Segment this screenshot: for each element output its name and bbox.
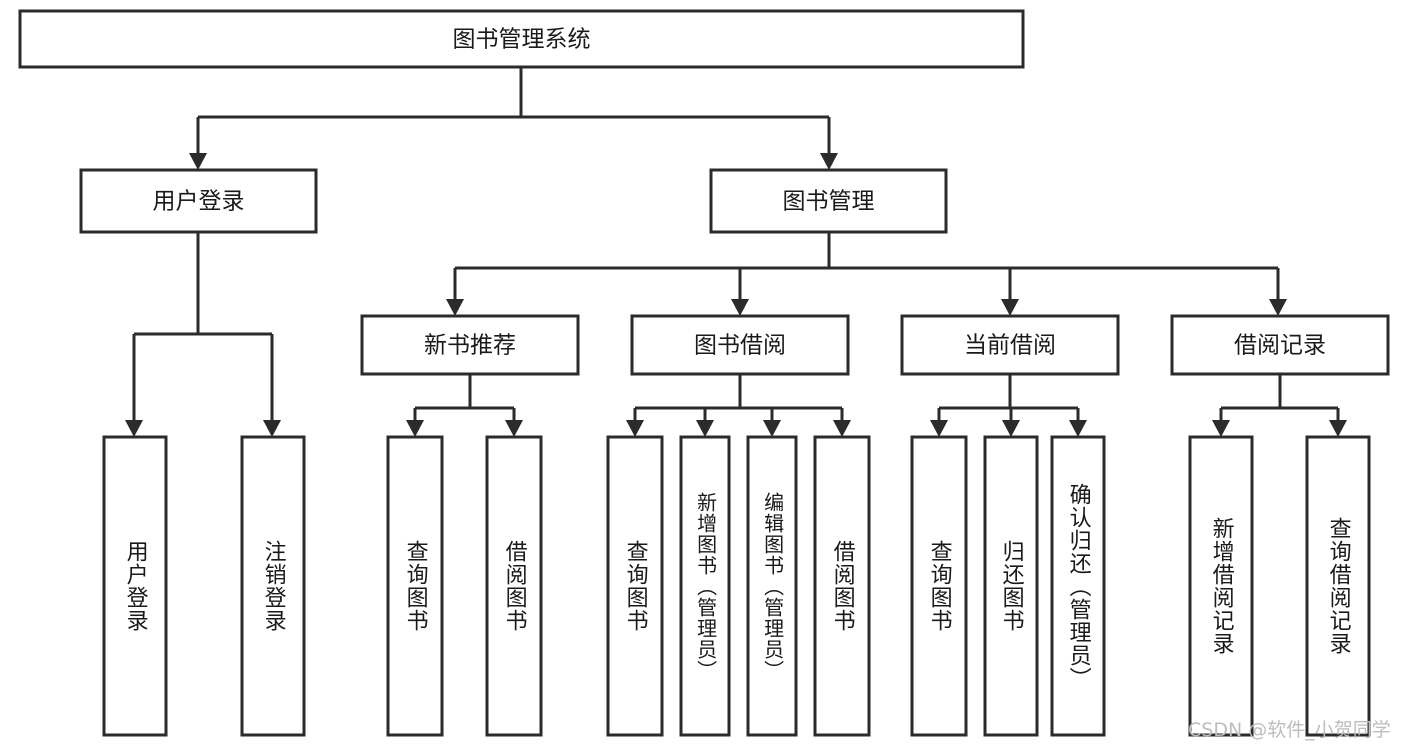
connector-current-to-leaves-arrowhead-0: [930, 420, 948, 437]
leaf-node-用户登录-box[interactable]: [102, 435, 168, 737]
level2-node-图书管理-label: 图书管理: [783, 189, 875, 215]
connector-record-to-leaves: [1212, 374, 1347, 437]
connector-user-login-to-leaves: [125, 232, 281, 437]
csdn-watermark: CSDN @软件_小贺同学: [1188, 719, 1391, 741]
leaf-node-确认归还管理员-box[interactable]: [1050, 435, 1106, 737]
leaf-node-新增借阅记录-box[interactable]: [1188, 435, 1254, 737]
connector-root-to-level2-arrowhead-1: [820, 153, 838, 170]
connector-borrow-to-leaves-arrowhead-2: [763, 420, 781, 437]
connector-record-to-leaves-arrowhead-1: [1329, 420, 1347, 437]
level3-node-借阅记录-box[interactable]: [1170, 314, 1390, 376]
leaf-node-编辑图书管理员-box[interactable]: [746, 435, 798, 737]
leaf-node-归还图书-box[interactable]: [983, 435, 1039, 737]
connector-new-book-to-leaves-arrowhead-0: [406, 420, 424, 437]
root-node-图书管理系统-box[interactable]: [18, 9, 1025, 69]
connector-record-to-leaves-arrowhead-0: [1212, 420, 1230, 437]
level3-node-当前借阅-box[interactable]: [900, 314, 1120, 376]
level3-node-借阅记录-label: 借阅记录: [1234, 333, 1326, 359]
leaf-node-新增图书管理员-box[interactable]: [679, 435, 731, 737]
level2-node-用户登录-box[interactable]: [79, 168, 318, 234]
connector-new-book-to-leaves-arrowhead-1: [505, 420, 523, 437]
connector-current-to-leaves-arrowhead-1: [1002, 420, 1020, 437]
leaf-node-查询图书-box[interactable]: [910, 435, 968, 737]
connector-root-to-level2: [189, 67, 838, 170]
connector-book-mgmt-to-level3: [446, 232, 1287, 316]
connector-book-mgmt-to-level3-arrowhead-0: [446, 299, 464, 316]
level2-node-用户登录-label: 用户登录: [153, 189, 245, 215]
node-box-layer: [18, 9, 1390, 737]
connector-current-to-leaves: [930, 374, 1087, 437]
leaf-node-借阅图书-box[interactable]: [813, 435, 871, 737]
connector-user-login-to-leaves-arrowhead-0: [125, 420, 143, 437]
connector-borrow-to-leaves-arrowhead-0: [626, 420, 644, 437]
connector-borrow-to-leaves: [626, 374, 851, 437]
leaf-node-查询图书-box[interactable]: [606, 435, 664, 737]
connector-user-login-to-leaves-arrowhead-1: [263, 420, 281, 437]
leaf-node-注销登录-box[interactable]: [240, 435, 306, 737]
connector-layer: [125, 67, 1347, 437]
connector-book-mgmt-to-level3-arrowhead-3: [1269, 299, 1287, 316]
leaf-node-查询借阅记录-box[interactable]: [1305, 435, 1371, 737]
level2-node-图书管理-box[interactable]: [709, 168, 948, 234]
connector-book-mgmt-to-level3-arrowhead-2: [1001, 299, 1019, 316]
connector-borrow-to-leaves-arrowhead-3: [833, 420, 851, 437]
connector-root-to-level2-arrowhead-0: [189, 153, 207, 170]
level3-node-新书推荐-label: 新书推荐: [424, 333, 516, 359]
level3-node-当前借阅-label: 当前借阅: [964, 333, 1056, 359]
root-node-图书管理系统-label: 图书管理系统: [453, 27, 591, 53]
level3-node-新书推荐-box[interactable]: [360, 314, 580, 376]
connector-current-to-leaves-arrowhead-2: [1069, 420, 1087, 437]
leaf-node-借阅图书-box[interactable]: [485, 435, 543, 737]
connector-borrow-to-leaves-arrowhead-1: [696, 420, 714, 437]
leaf-node-查询图书-box[interactable]: [386, 435, 444, 737]
connector-book-mgmt-to-level3-arrowhead-1: [731, 299, 749, 316]
level3-node-图书借阅-box[interactable]: [630, 314, 850, 376]
connector-new-book-to-leaves: [406, 374, 523, 437]
level3-node-图书借阅-label: 图书借阅: [694, 333, 786, 359]
